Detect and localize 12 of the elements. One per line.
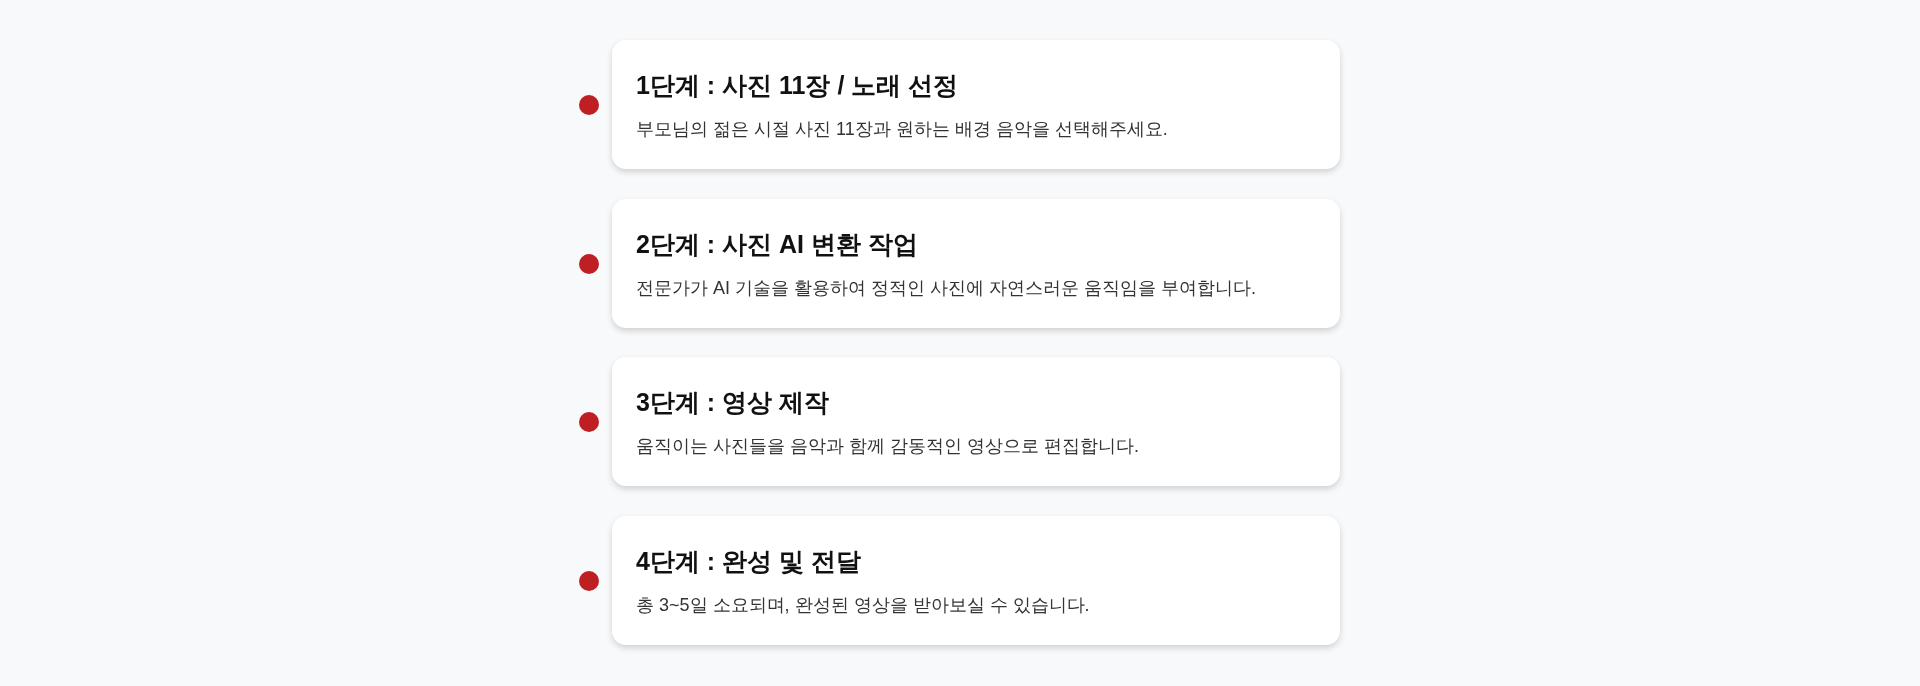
step-description: 총 3~5일 소요되며, 완성된 영상을 받아보실 수 있습니다. [636, 594, 1090, 617]
step-card [612, 40, 1340, 169]
step-card [612, 516, 1340, 645]
step-title: 3단계 : 영상 제작 [636, 387, 830, 417]
step-description: 전문가가 AI 기술을 활용하여 정적인 사진에 자연스러운 움직임을 부여합니다. [636, 277, 1256, 300]
step-description: 부모님의 젊은 시절 사진 11장과 원하는 배경 음악을 선택해주세요. [636, 118, 1168, 141]
step-title: 2단계 : 사진 AI 변환 작업 [636, 229, 918, 259]
step-title: 4단계 : 완성 및 전달 [636, 546, 861, 576]
step-description: 움직이는 사진들을 음악과 함께 감동적인 영상으로 편집합니다. [636, 435, 1139, 458]
step-title: 1단계 : 사진 11장 / 노래 선정 [636, 70, 959, 100]
step-card [612, 357, 1340, 486]
step-card [612, 199, 1340, 328]
